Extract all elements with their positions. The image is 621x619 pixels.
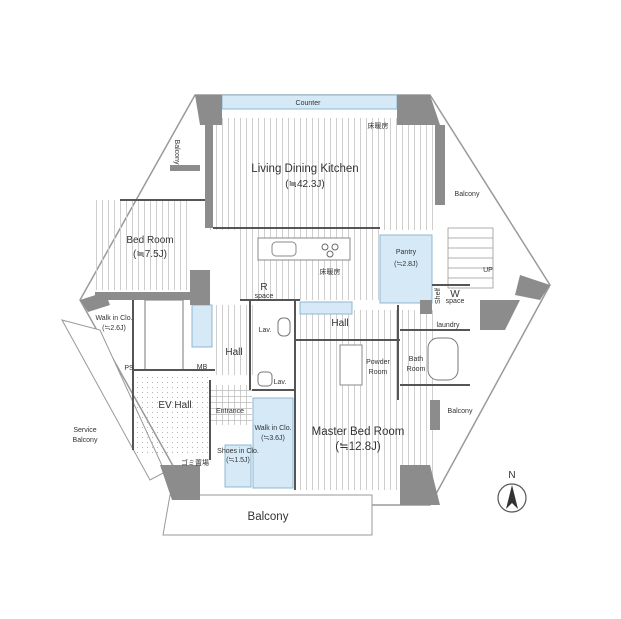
walkin-closet-nw-area xyxy=(191,304,213,348)
laundry-label: laundry xyxy=(437,322,460,329)
counter-label: Counter xyxy=(296,100,322,107)
bedroom-label: Bed Room xyxy=(126,235,173,246)
ev-hall-label: EV Hall xyxy=(158,400,191,411)
balcony-s-label: Balcony xyxy=(248,511,289,523)
master-closet-strip xyxy=(299,301,353,315)
service-balcony-label-1: Service xyxy=(73,427,96,434)
powder-room-label-1: Powder xyxy=(366,359,390,366)
stair-up-label: UP xyxy=(483,267,493,274)
walkin-closet-c-area xyxy=(252,397,294,489)
ldk-floor xyxy=(205,118,435,230)
bedroom-floor xyxy=(95,200,190,290)
master-floor xyxy=(295,310,435,490)
balcony-e-label: Balcony xyxy=(448,408,473,415)
lav-1-label: Lav. xyxy=(259,327,272,334)
ldk-label: Living Dining Kitchen xyxy=(251,163,358,175)
powder-counter xyxy=(339,344,363,386)
ldk-area-label: (≒42.3J) xyxy=(285,179,325,190)
walkin-clo-c-label: Walk in Clo. xyxy=(254,425,291,432)
ldk-floorheat-label: 床暖房 xyxy=(368,121,389,130)
w-space-label: W xyxy=(450,289,460,300)
bath-room-label-2: Room xyxy=(407,366,426,373)
powder-room-label-2: Room xyxy=(369,369,388,376)
bedroom-area-label: (≒7.5J) xyxy=(133,249,167,260)
r-space-label: R xyxy=(260,282,267,293)
entrance-label: Entrance xyxy=(216,408,244,415)
kitchen-floorheat-label: 床暖房 xyxy=(320,267,341,276)
stove-burner xyxy=(321,243,329,251)
walkin-clo-nw-area-label: (≒2.6J) xyxy=(102,325,126,332)
stove-burner xyxy=(331,243,339,251)
w-space-sub-label: space xyxy=(446,298,465,305)
interior-walls xyxy=(120,199,470,490)
compass: N xyxy=(497,470,527,513)
garbage-label: ゴミ置場 xyxy=(181,458,209,467)
pantry-label: Pantry xyxy=(396,249,417,256)
balcony-south-area xyxy=(162,494,373,536)
shoes-clo-label: Shoes in Clo. xyxy=(217,448,259,455)
compass-north-label: N xyxy=(508,470,515,481)
balcony-nw-label: Balcony xyxy=(173,140,180,165)
master-bedroom-label: Master Bed Room xyxy=(312,426,405,438)
entrance-floor xyxy=(210,385,252,425)
shoes-clo-area-label: (≒1.5J) xyxy=(226,457,250,464)
toilet xyxy=(277,317,291,337)
walls xyxy=(80,95,550,505)
ev-hall-floor xyxy=(135,375,210,455)
pantry-area xyxy=(379,234,433,304)
walkin-clo-nw-label: Walk in Clo. xyxy=(95,315,132,322)
bedroom-bed xyxy=(144,299,184,371)
hall-floor xyxy=(215,305,255,375)
washbasin xyxy=(257,371,273,387)
stair xyxy=(447,227,494,289)
lav-2-label: Lav. xyxy=(274,379,287,386)
balcony-ne-label: Balcony xyxy=(455,191,480,198)
pantry-area-label: (≒2.8J) xyxy=(394,261,418,268)
mb-label: MB xyxy=(197,364,208,371)
bath-room-label-1: Bath xyxy=(409,356,424,363)
master-bedroom-area-label: (≒12.8J) xyxy=(335,441,381,453)
service-balcony-label-2: Balcony xyxy=(73,437,98,444)
shelf-label: Shelf xyxy=(435,288,442,304)
r-space-sub-label: space xyxy=(255,293,274,300)
shoes-closet-area xyxy=(224,444,252,488)
stove-burner xyxy=(326,250,334,258)
compass-arrow-icon xyxy=(506,485,518,509)
hall-w-label: Hall xyxy=(225,347,242,358)
kitchen-sink xyxy=(271,241,297,257)
ps-label: PS xyxy=(124,365,134,372)
bathtub xyxy=(427,337,459,381)
walkin-clo-c-area-label: (≒3.6J) xyxy=(261,435,285,442)
hall-c-label: Hall xyxy=(331,318,348,329)
